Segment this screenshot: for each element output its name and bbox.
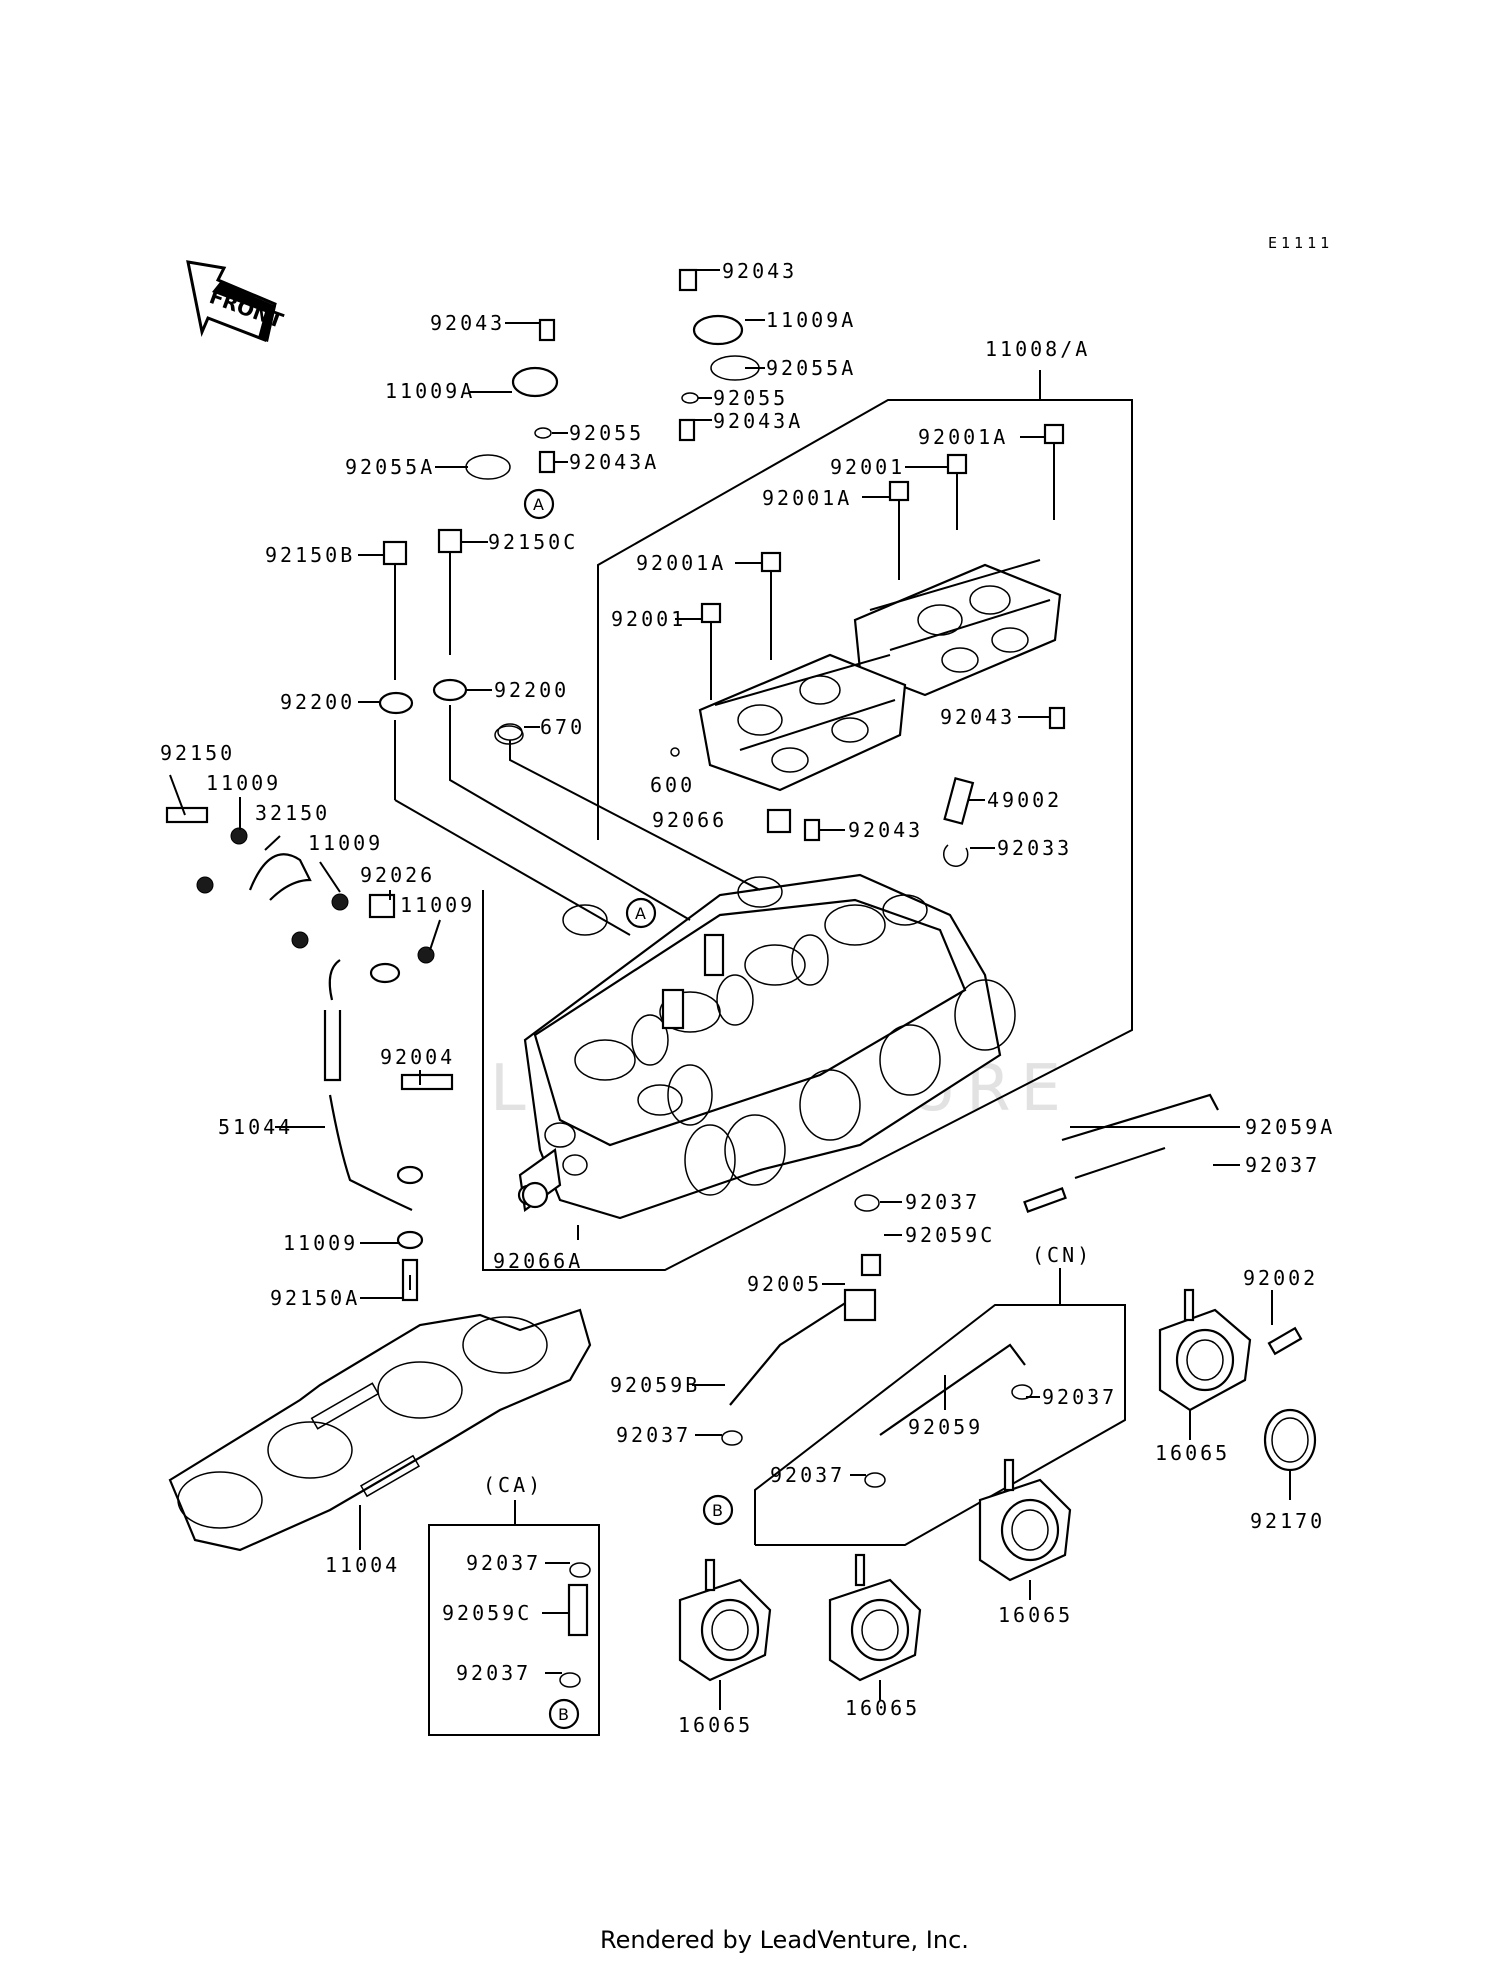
bolt-92001A-1 <box>1043 423 1065 520</box>
part-label: 92043 <box>430 311 505 335</box>
part-label: 600 <box>650 773 695 797</box>
part-label: 11009 <box>308 831 383 855</box>
part-label: 92002 <box>1243 1266 1318 1290</box>
cylinder-head-frame <box>482 399 1133 1271</box>
svg-text:B: B <box>712 1501 723 1520</box>
washers <box>378 268 1066 867</box>
part-label: 92055A <box>345 455 435 479</box>
bolt-92001A-2 <box>888 480 910 580</box>
cn-frame <box>754 1268 1126 1546</box>
group-ca-label: (CA) <box>483 1473 543 1497</box>
part-label: 92043A <box>713 409 803 433</box>
part-label: 11004 <box>325 1553 400 1577</box>
part-label: 92043 <box>848 818 923 842</box>
part-label: 92037 <box>616 1423 691 1447</box>
part-label: 11008/A <box>985 337 1090 361</box>
cylinder-head <box>517 873 1016 1220</box>
leader-lines <box>169 269 1291 1710</box>
svg-text:A: A <box>635 904 646 923</box>
intake-holder-left <box>678 1558 772 1682</box>
part-label: 92059C <box>442 1601 532 1625</box>
part-label: 92037 <box>466 1551 541 1575</box>
diagram-code: E1111 <box>1268 234 1333 252</box>
bolt-92150B <box>382 540 408 680</box>
bolt-92001A-3 <box>760 551 782 660</box>
part-label: 92037 <box>1042 1385 1117 1409</box>
part-label: 92037 <box>1245 1153 1320 1177</box>
part-label: 670 <box>540 715 585 739</box>
part-labels: 92043 11009A 92055A 92055 92043A 11008/A… <box>160 259 1335 1737</box>
part-label: 92043A <box>569 450 659 474</box>
part-label: 11009 <box>283 1231 358 1255</box>
part-label: 92037 <box>770 1463 845 1487</box>
part-label: 92033 <box>997 836 1072 860</box>
part-label: 11009A <box>766 308 856 332</box>
part-label: 92001A <box>762 486 852 510</box>
part-label: 92037 <box>905 1190 980 1214</box>
part-label: 92001A <box>918 425 1008 449</box>
part-label: 92055A <box>766 356 856 380</box>
part-label: 92066 <box>652 808 727 832</box>
part-label: 92001 <box>830 455 905 479</box>
camshaft-holder-left <box>698 653 907 792</box>
part-label: 92150 <box>160 741 235 765</box>
callout-a-top: A <box>523 488 555 520</box>
intake-holder-cn <box>978 1458 1072 1582</box>
part-label: 92055 <box>713 386 788 410</box>
part-label: 92170 <box>1250 1509 1325 1533</box>
camshaft-holder-right <box>853 559 1062 697</box>
part-label: 92200 <box>494 678 569 702</box>
part-label: 16065 <box>998 1603 1073 1627</box>
svg-text:B: B <box>558 1705 569 1724</box>
part-label: 92200 <box>280 690 355 714</box>
oil-pipe-parts <box>165 806 549 1302</box>
part-label: 92037 <box>456 1661 531 1685</box>
part-label: 92059C <box>905 1223 995 1247</box>
part-label: 11009 <box>400 893 475 917</box>
head-gasket <box>168 1308 592 1552</box>
part-label: 92150A <box>270 1286 360 1310</box>
part-label: 92150B <box>265 543 355 567</box>
part-label: 92150C <box>488 530 578 554</box>
callout-b-ca: B <box>548 1698 580 1730</box>
intake-holder-mid <box>828 1553 922 1682</box>
part-label: 11009A <box>385 379 475 403</box>
svg-text:A: A <box>533 495 544 514</box>
front-arrow-icon: FRONT <box>186 260 287 342</box>
part-label: 92059A <box>1245 1115 1335 1139</box>
part-label: 92059B <box>610 1373 700 1397</box>
part-label: 49002 <box>987 788 1062 812</box>
part-label: 92004 <box>380 1045 455 1069</box>
part-label: 92026 <box>360 863 435 887</box>
part-label: 92055 <box>569 421 644 445</box>
part-label: 51044 <box>218 1115 293 1139</box>
part-label: 11009 <box>206 771 281 795</box>
hoses <box>721 1093 1219 1488</box>
group-cn-label: (CN) <box>1032 1243 1092 1267</box>
intake-holder-right <box>1158 1288 1317 1472</box>
part-label: 92005 <box>747 1272 822 1296</box>
part-label: 16065 <box>1155 1441 1230 1465</box>
callout-b-hose: B <box>702 1494 734 1526</box>
part-label: 16065 <box>845 1696 920 1720</box>
part-label: 92001 <box>611 607 686 631</box>
part-label: 92066A <box>493 1249 583 1273</box>
part-label: 92059 <box>908 1415 983 1439</box>
bolt-92150C <box>437 528 463 655</box>
part-label: 92001A <box>636 551 726 575</box>
part-label: 92043 <box>940 705 1015 729</box>
footer-credit: Rendered by LeadVenture, Inc. <box>600 1926 969 1954</box>
part-label: 32150 <box>255 801 330 825</box>
bolt-92001-2 <box>700 602 722 700</box>
ca-parts <box>559 1562 591 1688</box>
part-label: 92043 <box>722 259 797 283</box>
ca-frame <box>428 1500 600 1736</box>
callout-a-head: A <box>625 897 657 929</box>
bolt-92001-1 <box>946 453 968 530</box>
part-label: 16065 <box>678 1713 753 1737</box>
